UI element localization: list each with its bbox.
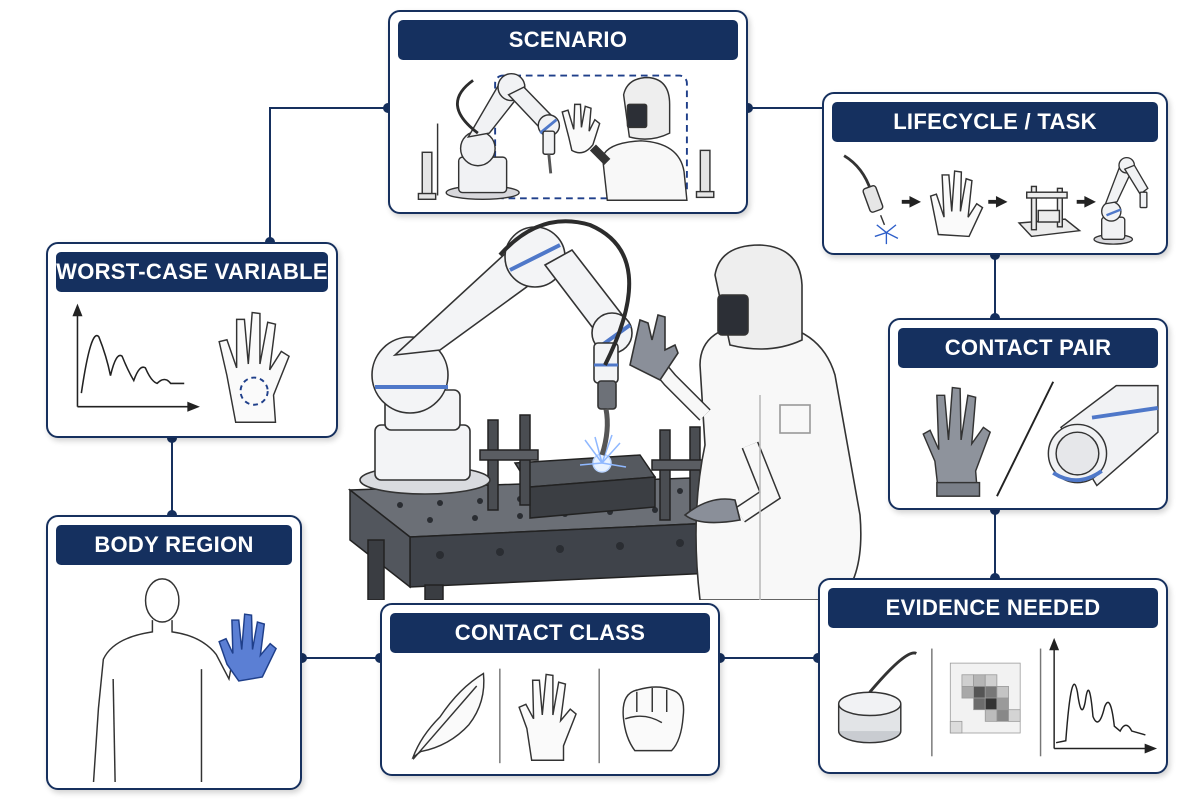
worst-case-illustration	[54, 298, 330, 430]
panel-title: CONTACT PAIR	[898, 328, 1158, 368]
feather-icon	[411, 672, 485, 760]
weld-spark-icon	[579, 434, 627, 473]
fixture-icon	[1017, 185, 1082, 238]
weld-spark-icon	[874, 224, 899, 245]
evidence-illustration	[826, 634, 1160, 766]
connector-scenario-worst-case	[269, 107, 388, 242]
force-sensor-icon	[837, 651, 917, 744]
panel-lifecycle-task: LIFECYCLE / TASK	[822, 92, 1168, 255]
collaborative-robot-icon	[445, 72, 561, 201]
fist-icon	[622, 686, 685, 752]
panel-title: EVIDENCE NEEDED	[828, 588, 1158, 628]
palm-region-icon	[218, 311, 290, 423]
body-outline-icon	[92, 578, 236, 782]
open-hand-icon	[518, 673, 577, 762]
welder-icon	[589, 76, 688, 201]
panel-worst-case-variable: WORST-CASE VARIABLE	[46, 242, 338, 438]
welding-torch-icon	[843, 154, 886, 226]
arrow-right-icon	[1076, 196, 1096, 208]
panel-title: LIFECYCLE / TASK	[832, 102, 1158, 142]
panel-contact-class: CONTACT CLASS	[380, 603, 720, 776]
lifecycle-illustration	[830, 148, 1160, 247]
contact-region-marker	[239, 376, 269, 406]
arrow-right-icon	[988, 196, 1008, 208]
panel-evidence-needed: EVIDENCE NEEDED	[818, 578, 1168, 774]
glove-icon	[218, 613, 277, 682]
panel-title: WORST-CASE VARIABLE	[56, 252, 328, 292]
contact-pair-illustration	[896, 374, 1160, 502]
body-region-illustration	[54, 571, 294, 782]
glove-icon	[922, 386, 992, 497]
welder-icon	[629, 244, 862, 600]
scenario-illustration	[396, 66, 740, 206]
panel-title: CONTACT CLASS	[390, 613, 710, 653]
pressure-grid-icon	[949, 662, 1021, 734]
safety-post-icon	[417, 123, 715, 201]
raised-hand-icon	[561, 103, 601, 154]
panel-title: BODY REGION	[56, 525, 292, 565]
arrow-right-icon	[901, 196, 921, 208]
robot-elbow-icon	[1047, 384, 1159, 487]
divider-line	[996, 381, 1055, 497]
contact-class-illustration	[388, 659, 712, 768]
workpiece-fixture	[479, 414, 709, 521]
central-welding-cell-illustration	[347, 219, 862, 600]
collaborative-robot-icon	[359, 219, 633, 495]
panel-scenario: SCENARIO	[388, 10, 748, 214]
collaborative-robot-icon	[1093, 156, 1149, 245]
safety-zone-outline	[494, 74, 688, 200]
panel-contact-pair: CONTACT PAIR	[888, 318, 1168, 510]
panel-title: SCENARIO	[398, 20, 738, 60]
open-hand-icon	[929, 170, 984, 238]
panel-body-region: BODY REGION	[46, 515, 302, 790]
waveform-icon	[72, 303, 200, 412]
force-signal-icon	[1049, 637, 1158, 754]
